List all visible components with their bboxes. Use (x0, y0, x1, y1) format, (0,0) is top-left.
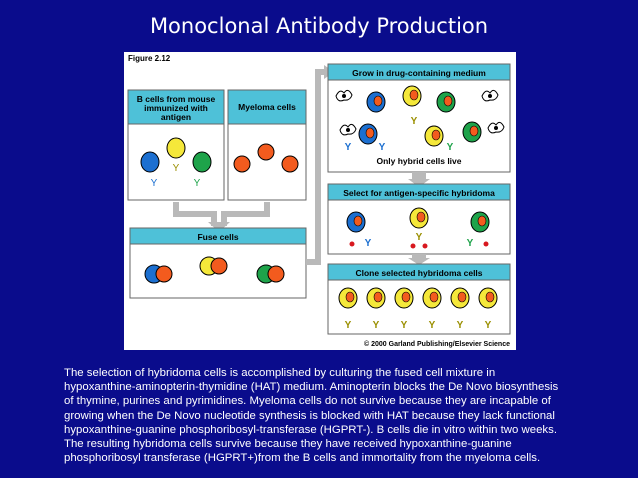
antibody-icon: Y (467, 238, 474, 249)
hybrid-live-label: Only hybrid cells live (376, 156, 461, 166)
slide-title: Monoclonal Antibody Production (149, 14, 489, 38)
hybridoma-clone (478, 287, 498, 309)
figure-panel: B cells from mouse immunized with antige… (124, 52, 516, 350)
svg-text:Y: Y (194, 178, 201, 189)
antibody-icon: Y (365, 238, 372, 249)
grow-label: Grow in drug-containing medium (352, 68, 486, 78)
antibody-icon: Y (416, 232, 423, 243)
antibody-icon: Y (379, 142, 386, 153)
hybridoma-green (436, 91, 456, 113)
hybridoma-clone (394, 287, 414, 309)
antibody-icon: Y (373, 320, 380, 331)
antibody-icon: Y (485, 320, 492, 331)
description-line: hypoxanthine-guanine phosphoribosyl-tran… (64, 423, 557, 436)
myeloma-panel: Myeloma cells (227, 89, 307, 201)
antibody-icon: Y (345, 142, 352, 153)
description-text: The selection of hybridoma cells is acco… (64, 366, 604, 465)
description-line: The selection of hybridoma cells is acco… (64, 367, 496, 379)
myeloma-label: Myeloma cells (238, 102, 296, 112)
description-line: phosphoribosyl transferase (HGPRT+)from … (64, 452, 541, 465)
antibody-icon: Y (401, 320, 408, 331)
hybridoma-green (462, 121, 482, 143)
antibody-icon: Y (411, 116, 418, 127)
hybridoma-clone (338, 287, 358, 309)
figure-illustration: B cells from mouse immunized with antige… (127, 63, 511, 335)
hybridoma-yellow (402, 85, 422, 107)
svg-text:Y: Y (151, 178, 158, 189)
description-line: hypoxanthine-aminopterin-thymidine (HAT)… (64, 381, 559, 394)
dead-cell-icon (481, 89, 499, 102)
hybridoma-clone (450, 287, 470, 309)
antibody-icon: Y (457, 320, 464, 331)
grow-panel: Grow in drug-containing medium Y Y Y Y Only… (327, 63, 511, 173)
description-line: of thymine, purines and pyrimidines. Mye… (64, 395, 551, 408)
fuse-panel: Fuse cells (129, 227, 307, 299)
antibody-icon: Y (429, 320, 436, 331)
hybridoma-clone (422, 287, 442, 309)
b-cells-label-line-1: B cells from mouse (137, 94, 216, 104)
hybridoma-green (470, 211, 490, 233)
hybridoma-blue (346, 211, 366, 233)
hybridoma-yellow (424, 125, 444, 147)
clone-panel: Clone selected hybridoma cells Y Y Y Y Y Y (327, 263, 511, 335)
b-cells-panel: B cells from mouse immunized with antige… (127, 89, 225, 201)
b-cells-label-line-2: immunized with (144, 103, 208, 113)
dead-cell-icon (339, 123, 357, 136)
fuse-label: Fuse cells (197, 232, 238, 242)
antibody-icon: Y (345, 320, 352, 331)
antibody-icon: Y (447, 142, 454, 153)
dead-cell-icon (487, 121, 505, 134)
hybridoma-clone (366, 287, 386, 309)
select-label: Select for antigen-specific hybridoma (343, 188, 495, 198)
hybridoma-yellow (409, 207, 429, 229)
b-cells-label-line-3: antigen (161, 112, 191, 122)
hybridoma-blue (358, 123, 378, 145)
figure-label: Figure 2.12 (128, 54, 171, 63)
b-cell-blue: Y (140, 151, 160, 189)
hybridoma-blue (366, 91, 386, 113)
clone-label: Clone selected hybridoma cells (355, 268, 482, 278)
select-panel: Select for antigen-specific hybridoma Y Y… (327, 183, 511, 255)
svg-text:Y: Y (173, 163, 180, 174)
description-line: The resulting hybridoma cells survive be… (64, 438, 512, 451)
b-cell-green: Y (192, 151, 212, 189)
dead-cell-icon (335, 89, 353, 102)
description-line: growing when the De Novo nucleotide synt… (64, 409, 555, 422)
figure-credit: © 2000 Garland Publishing/Elsevier Scien… (364, 341, 510, 348)
b-cell-yellow: Y (166, 137, 186, 174)
